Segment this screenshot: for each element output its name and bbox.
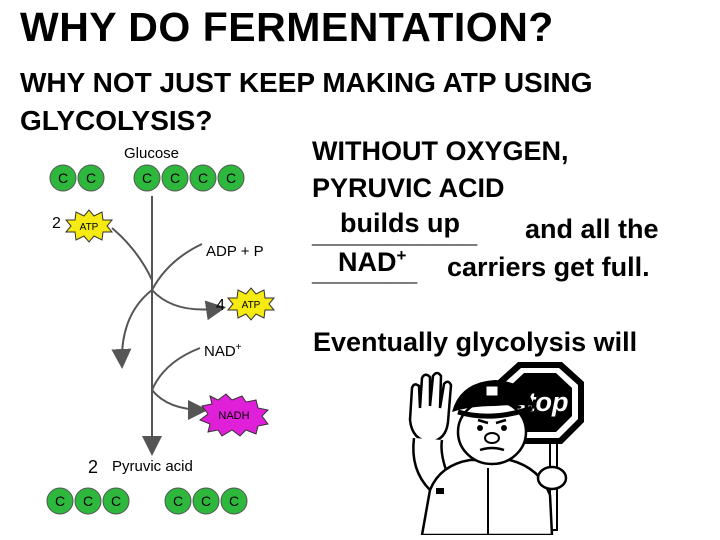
carbon-icon: C [74,487,102,515]
text-carriers-get-full: carriers get full. [447,252,650,282]
svg-text:C: C [226,170,236,186]
glycolysis-diagram: Glucose C C C C C C 2 ATP ADP + P 4 ATP … [46,145,276,515]
svg-text:C: C [201,493,211,509]
svg-text:C: C [58,170,68,186]
text-line-without-oxygen: WITHOUT OXYGEN, [312,136,569,166]
carbon-icon: C [77,164,105,192]
adp-input-arrow [151,243,203,291]
svg-text:C: C [142,170,152,186]
svg-text:C: C [173,493,183,509]
text-eventually-glycolysis: Eventually glycolysis will [313,327,638,357]
svg-text:C: C [170,170,180,186]
nadh-starburst-icon [198,393,270,437]
police-stop-sign-icon: stop [408,362,584,535]
carbon-icon: C [161,164,189,192]
nadh-output-arrow [151,389,208,420]
carbon-icon: C [220,487,248,515]
blank-line-2: _______ [312,256,418,286]
pyruvic-label: Pyruvic acid [112,458,193,475]
nad-input-arrow [151,347,201,391]
svg-text:C: C [86,170,96,186]
atp-in-label: ATP [80,222,99,233]
svg-text:C: C [198,170,208,186]
svg-text:C: C [229,493,239,509]
blank-line-1: ___________ [312,218,478,248]
carbon-icon: C [164,487,192,515]
pyruvic-count: 2 [88,457,98,477]
answer-nad-plus: NAD+ [338,246,407,277]
page-subtitle: WHY NOT JUST KEEP MAKING ATP USING GLYCO… [20,67,593,136]
carbon-icon: C [49,164,77,192]
atp-output-arrow [151,289,226,321]
page-title: WHY DO FERMENTATION? [20,4,554,50]
glucose-label: Glucose [124,145,179,162]
pyruvic-carbon-row-right: C C C [164,487,248,515]
atp-input-arrow [111,227,153,281]
pyruvic-carbon-row-left: C C C [46,487,130,515]
carbon-icon: C [102,487,130,515]
carbon-icon: C [189,164,217,192]
hand-icon [408,371,453,444]
atp-out-count: 4 [216,297,225,314]
answer-builds-up: builds up [340,208,460,238]
text-and-all-the: and all the [525,214,659,244]
glucose-carbon-row: C C C C C C [49,164,245,192]
svg-text:C: C [111,493,121,509]
atp-starburst-icon [226,287,276,321]
adp-output-arrow [111,289,153,369]
atp-out-label: ATP [242,300,261,311]
text-line-pyruvic-acid: PYRUVIC ACID [312,173,505,203]
nadh-label: NADH [218,410,249,422]
atp-in-count: 2 [52,215,61,232]
svg-text:C: C [55,493,65,509]
carbon-icon: C [192,487,220,515]
adp-label: ADP + P [206,243,264,260]
nad-label: NAD+ [204,342,242,360]
carbon-icon: C [46,487,74,515]
atp-starburst-icon [64,209,114,243]
carbon-icon: C [133,164,161,192]
carbon-icon: C [217,164,245,192]
svg-text:C: C [83,493,93,509]
